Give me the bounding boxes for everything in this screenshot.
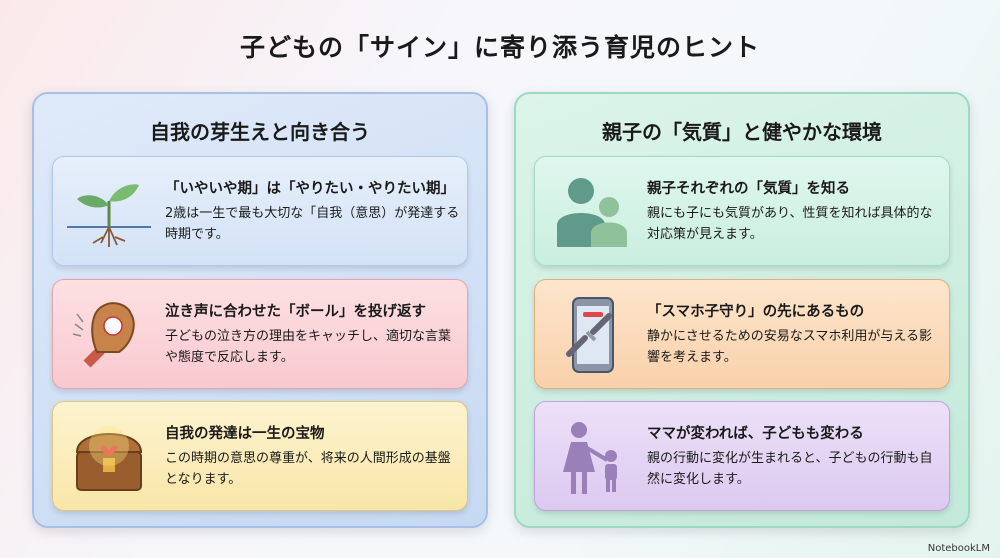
card-body: 親にも子にも気質があり、性質を知れば具体的な対応策が見えます。 [647, 206, 933, 242]
smartphone-chain-icon [566, 297, 614, 373]
parent-child-icon [557, 178, 627, 247]
card-body: 2歳は一生で最も大切な「自我（意思）が発達する時期です。 [165, 206, 460, 242]
card-title: 泣き声に合わせた「ボール」を投げ返す [165, 304, 426, 320]
mother-child-icon [563, 422, 617, 494]
card-title: 親子それぞれの「気質」を知る [647, 181, 850, 197]
card-title: 「スマホ子守り」の先にあるもの [647, 304, 865, 320]
card-treasure: 自我の発達は一生の宝物 この時期の意思の尊重が、将来の人間形成の基盤となります。 [52, 401, 468, 511]
panel-heading: 自我の芽生えと向き合う [150, 120, 370, 144]
notebooklm-logo: NotebookLM [927, 543, 990, 554]
card-iyaiya: 「いやいや期」は「やりたい・やりたい期」 2歳は一生で最も大切な「自我（意思）が… [52, 156, 468, 266]
panel-self-development: 自我の芽生えと向き合う 「いやいや期」は「やりたい・やりたい期」 2歳は一生で最… [32, 92, 488, 528]
panel-temperament: 親子の「気質」と健やかな環境 親子それぞれの「気質」を知る 親にも子にも気質があ… [514, 92, 970, 528]
baseball-glove-icon [72, 302, 135, 368]
card-body: この時期の意思の尊重が、将来の人間形成の基盤となります。 [165, 451, 451, 487]
sprout-icon [67, 184, 151, 247]
card-title: ママが変われば、子どもも変わる [647, 426, 864, 442]
panel-heading: 親子の「気質」と健やかな環境 [602, 120, 882, 144]
card-mama-changes: ママが変われば、子どもも変わる 親の行動に変化が生まれると、子どもの行動も自然に… [534, 401, 950, 511]
card-title: 「いやいや期」は「やりたい・やりたい期」 [165, 181, 455, 197]
card-body: 子どもの泣き方の理由をキャッチし、適切な言葉や態度で反応します。 [165, 329, 452, 365]
card-temperament: 親子それぞれの「気質」を知る 親にも子にも気質があり、性質を知れば具体的な対応策… [534, 156, 950, 266]
card-title: 自我の発達は一生の宝物 [165, 426, 325, 442]
card-body: 親の行動に変化が生まれると、子どもの行動も自然に変化します。 [647, 451, 933, 487]
treasure-chest-icon [75, 426, 143, 491]
card-smartphone: 「スマホ子守り」の先にあるもの 静かにさせるための安易なスマホ利用が与える影響を… [534, 279, 950, 389]
card-catch-ball: 泣き声に合わせた「ボール」を投げ返す 子どもの泣き方の理由をキャッチし、適切な言… [52, 279, 468, 389]
card-body: 静かにさせるための安易なスマホ利用が与える影響を考えます。 [647, 329, 932, 365]
page-title: 子どもの「サイン」に寄り添う育児のヒント [239, 33, 760, 62]
